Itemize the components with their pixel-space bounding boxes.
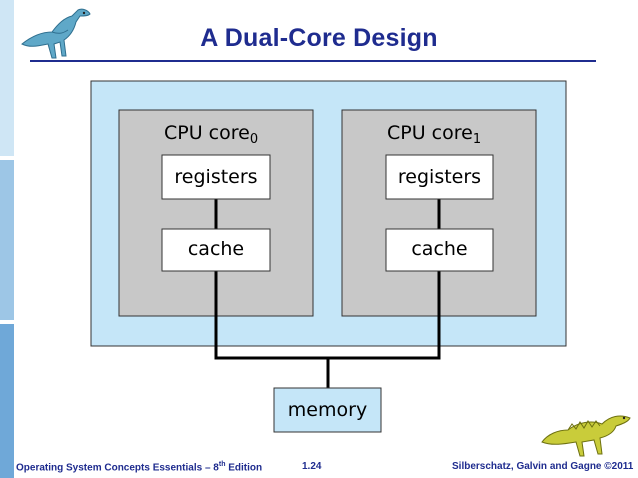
core1-registers-label: registers: [397, 166, 482, 188]
slide-title: A Dual-Core Design: [200, 24, 438, 52]
core0-cache-label: cache: [187, 238, 245, 260]
title-underline: [30, 60, 596, 62]
sidebar-band: [0, 0, 14, 156]
sidebar-band: [0, 160, 14, 320]
sidebar-decoration: [0, 0, 14, 478]
memory-label: memory: [287, 399, 368, 421]
core0-cache-box: [161, 228, 271, 272]
core0-registers-label: registers: [174, 166, 258, 188]
memory-box: [273, 387, 382, 433]
sidebar-band: [0, 320, 14, 324]
dinosaur-icon: [21, 8, 91, 59]
core0-memory-link: [214, 271, 328, 360]
footer-authors: Silberschatz, Galvin and Gagne ©2011: [452, 461, 634, 472]
bus-lines: [214, 199, 441, 388]
page-number: 1.24: [302, 461, 322, 472]
core1-registers-box: [385, 154, 494, 200]
core1-memory-link: [328, 271, 441, 360]
footer-book-title: Operating System Concepts Essentials – 8…: [16, 461, 263, 474]
dinosaur-icon: [541, 415, 631, 457]
core0-registers-box: [161, 154, 271, 200]
core1-cache-label: cache: [411, 238, 468, 260]
core0-title: CPU core0: [164, 122, 259, 147]
sidebar-band: [0, 156, 14, 160]
core1-cache-box: [385, 228, 494, 272]
core1-title: CPU core1: [387, 122, 482, 147]
sidebar-band: [0, 324, 14, 478]
